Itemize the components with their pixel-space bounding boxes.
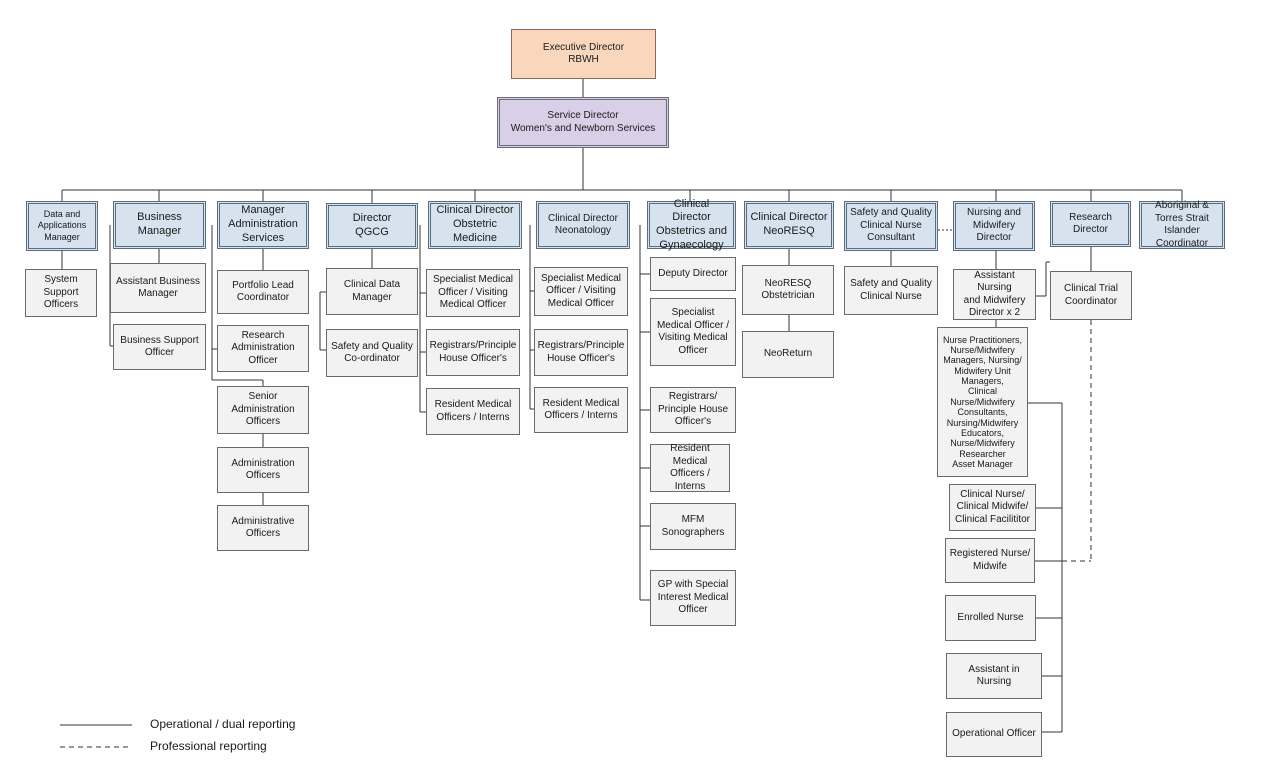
head-clinical-director-neonatology: Clinical Director Neonatology (536, 201, 630, 249)
operational-officer-box: Operational Officer (946, 712, 1042, 757)
legend-professional-label: Professional reporting (150, 739, 267, 753)
obsgyn-registrars-box: Registrars/ Principle House Officer's (650, 387, 736, 433)
head-clinical-director-neoresq: Clinical Director NeoRESQ (744, 201, 834, 249)
assistant-nursing-midwifery-director-box: Assistant Nursing and Midwifery Director… (953, 269, 1036, 320)
neonat-resident-medical-officers-box: Resident Medical Officers / Interns (534, 387, 628, 433)
safety-quality-coordinator-box: Safety and Quality Co-ordinator (326, 329, 418, 377)
clinical-trial-coordinator-box: Clinical Trial Coordinator (1050, 271, 1132, 320)
obsmed-resident-medical-officers-box: Resident Medical Officers / Interns (426, 388, 520, 435)
executive-director-box: Executive Director RBWH (511, 29, 656, 79)
obsgyn-resident-medical-officers-box: Resident Medical Officers / Interns (650, 443, 730, 492)
assistant-business-manager-box: Assistant Business Manager (110, 263, 206, 313)
system-support-officers-box: System Support Officers (25, 269, 97, 317)
neoreturn-box: NeoReturn (742, 331, 834, 378)
clinical-data-manager-box: Clinical Data Manager (326, 268, 418, 315)
nurse-practitioners-managers-box: Nurse Practitioners, Nurse/Midwifery Man… (937, 327, 1028, 477)
head-clinical-director-obstetric-medicine: Clinical Director Obstetric Medicine (428, 201, 522, 249)
neonat-specialist-medical-officer-box: Specialist Medical Officer / Visiting Me… (534, 267, 628, 316)
head-business-manager: Business Manager (113, 201, 206, 249)
head-clinical-director-obstetrics-gynaecology: Clinical Director Obstetrics and Gynaeco… (647, 198, 736, 251)
clinical-nurse-midwife-facilitator-box: Clinical Nurse/ Clinical Midwife/ Clinic… (949, 484, 1036, 531)
registered-nurse-midwife-box: Registered Nurse/ Midwife (945, 538, 1035, 583)
enrolled-nurse-box: Enrolled Nurse (945, 595, 1036, 641)
head-director-qgcg: Director QGCG (326, 203, 418, 249)
head-aboriginal-torres-strait-coordinator: Aboriginal & Torres Strait Islander Coor… (1139, 200, 1225, 249)
obsmed-specialist-medical-officer-box: Specialist Medical Officer / Visiting Me… (426, 269, 520, 317)
senior-administration-officers-box: Senior Administration Officers (217, 386, 309, 434)
safety-quality-clinical-nurse-box: Safety and Quality Clinical Nurse (844, 266, 938, 315)
neoresq-obstetrician-box: NeoRESQ Obstetrician (742, 265, 834, 315)
administrative-officers-box: Administrative Officers (217, 505, 309, 551)
portfolio-lead-coordinator-box: Portfolio Lead Coordinator (217, 270, 309, 314)
business-support-officer-box: Business Support Officer (113, 324, 206, 370)
neonat-registrars-box: Registrars/Principle House Officer's (534, 329, 628, 376)
obsmed-registrars-box: Registrars/Principle House Officer's (426, 329, 520, 376)
head-nursing-midwifery-director: Nursing and Midwifery Director (953, 201, 1035, 251)
assistant-in-nursing-box: Assistant in Nursing (946, 653, 1042, 699)
service-director-box: Service Director Women's and Newborn Ser… (497, 97, 669, 148)
gp-special-interest-medical-officer-box: GP with Special Interest Medical Officer (650, 570, 736, 626)
head-research-director: Research Director (1050, 201, 1131, 247)
legend-operational-label: Operational / dual reporting (150, 717, 296, 731)
deputy-director-box: Deputy Director (650, 257, 736, 291)
research-administration-officer-box: Research Administration Officer (217, 325, 309, 372)
mfm-sonographers-box: MFM Sonographers (650, 503, 736, 550)
obsgyn-specialist-medical-officer-box: Specialist Medical Officer / Visiting Me… (650, 298, 736, 366)
head-data-applications-manager: Data and Applications Manager (26, 201, 98, 251)
administration-officers-box: Administration Officers (217, 447, 309, 493)
head-safety-quality-cnc: Safety and Quality Clinical Nurse Consul… (844, 201, 938, 251)
head-manager-administration-services: Manager Administration Services (217, 201, 309, 249)
